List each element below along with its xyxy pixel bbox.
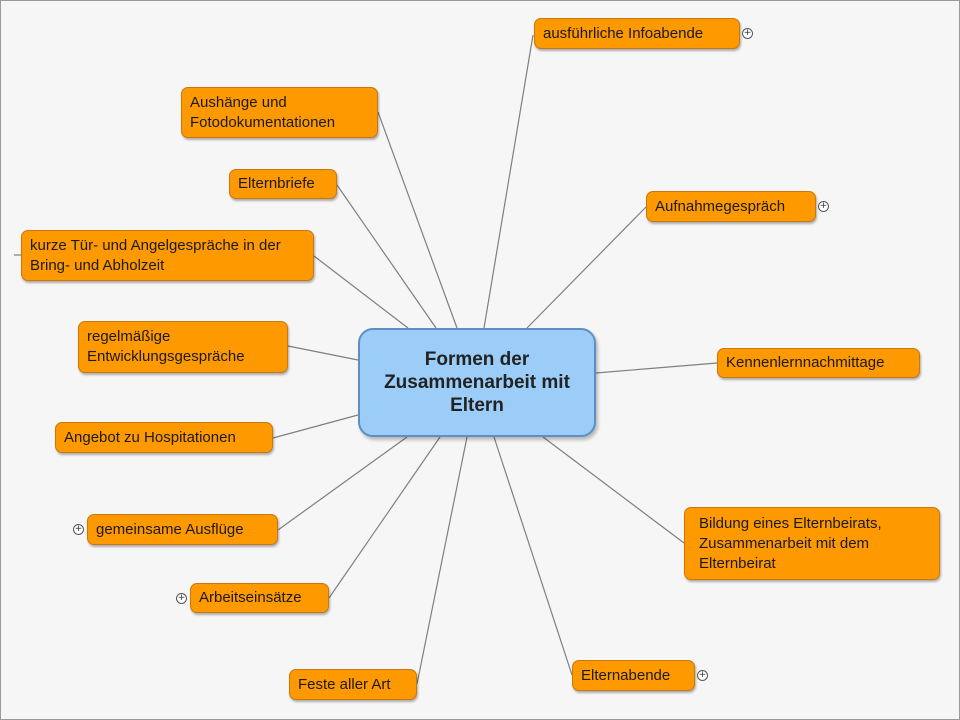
branch-elternbeirat-label: Bildung eines Elternbeirats, Zusammenarb…: [699, 514, 882, 572]
central-topic[interactable]: Formen der Zusammenarbeit mit Eltern: [358, 328, 596, 437]
branch-tuer-angel-label: kurze Tür- und Angelgespräche in der Bri…: [30, 236, 281, 274]
connector-entwicklung: [287, 345, 359, 361]
central-topic-label: Formen der Zusammenarbeit mit Eltern: [384, 349, 570, 416]
branch-arbeitseinsaetze[interactable]: Arbeitseinsätze: [190, 583, 329, 613]
branch-feste-label: Feste aller Art: [298, 675, 391, 693]
connector-hospitation: [272, 414, 359, 439]
connector-aushaenge: [377, 111, 458, 329]
connector-tuer-angel: [313, 255, 409, 329]
connector-aufnahme: [526, 206, 647, 329]
branch-entwicklung[interactable]: regelmäßige Entwicklungsgespräche: [78, 321, 288, 373]
branch-aushaenge[interactable]: Aushänge und Fotodokumentationen: [181, 87, 378, 138]
branch-elternbeirat[interactable]: Bildung eines Elternbeirats, Zusammenarb…: [684, 507, 940, 580]
branch-hospitation[interactable]: Angebot zu Hospitationen: [55, 422, 273, 453]
branch-aufnahme-label: Aufnahmegespräch: [655, 197, 786, 215]
branch-elternbriefe[interactable]: Elternbriefe: [229, 169, 337, 199]
branch-aufnahme[interactable]: Aufnahmegespräch: [646, 191, 816, 222]
branch-elternabende-label: Elternabende: [581, 666, 671, 684]
branch-infoabende-label: ausführliche Infoabende: [543, 24, 704, 42]
branch-hospitation-label: Angebot zu Hospitationen: [64, 428, 236, 446]
branch-feste[interactable]: Feste aller Art: [289, 669, 417, 700]
connector-feste: [416, 436, 468, 685]
branch-kennenlern-label: Kennenlernnachmittage: [726, 354, 885, 371]
connector-arbeitseinsaetze: [328, 436, 441, 599]
branch-ausfluege[interactable]: gemeinsame Ausflüge: [87, 514, 278, 545]
connector-ausfluege: [277, 436, 408, 531]
expand-aufnahme-icon[interactable]: +: [818, 201, 829, 212]
branch-ausfluege-label: gemeinsame Ausflüge: [96, 520, 244, 538]
expand-arbeitseinsaetze-icon[interactable]: +: [176, 593, 187, 604]
connector-elternabende: [493, 436, 573, 676]
branch-tuer-angel[interactable]: kurze Tür- und Angelgespräche in der Bri…: [21, 230, 314, 281]
expand-ausfluege-icon[interactable]: +: [73, 524, 84, 535]
connector-kennenlern: [595, 362, 718, 374]
expand-elternabende-icon[interactable]: +: [697, 670, 708, 681]
connector-elternbeirat: [542, 436, 685, 544]
connector-elternbriefe: [336, 184, 437, 329]
branch-elternabende[interactable]: Elternabende: [572, 660, 695, 691]
branch-kennenlern[interactable]: Kennenlernnachmittage: [717, 348, 920, 378]
branch-elternbriefe-label: Elternbriefe: [238, 175, 315, 192]
expand-infoabende-icon[interactable]: +: [742, 28, 753, 39]
branch-entwicklung-label: regelmäßige Entwicklungsgespräche: [87, 328, 245, 365]
branch-arbeitseinsaetze-label: Arbeitseinsätze: [199, 589, 302, 606]
branch-infoabende[interactable]: ausführliche Infoabende: [534, 18, 740, 49]
branch-aushaenge-label: Aushänge und Fotodokumentationen: [190, 93, 336, 131]
connector-infoabende: [483, 34, 534, 329]
